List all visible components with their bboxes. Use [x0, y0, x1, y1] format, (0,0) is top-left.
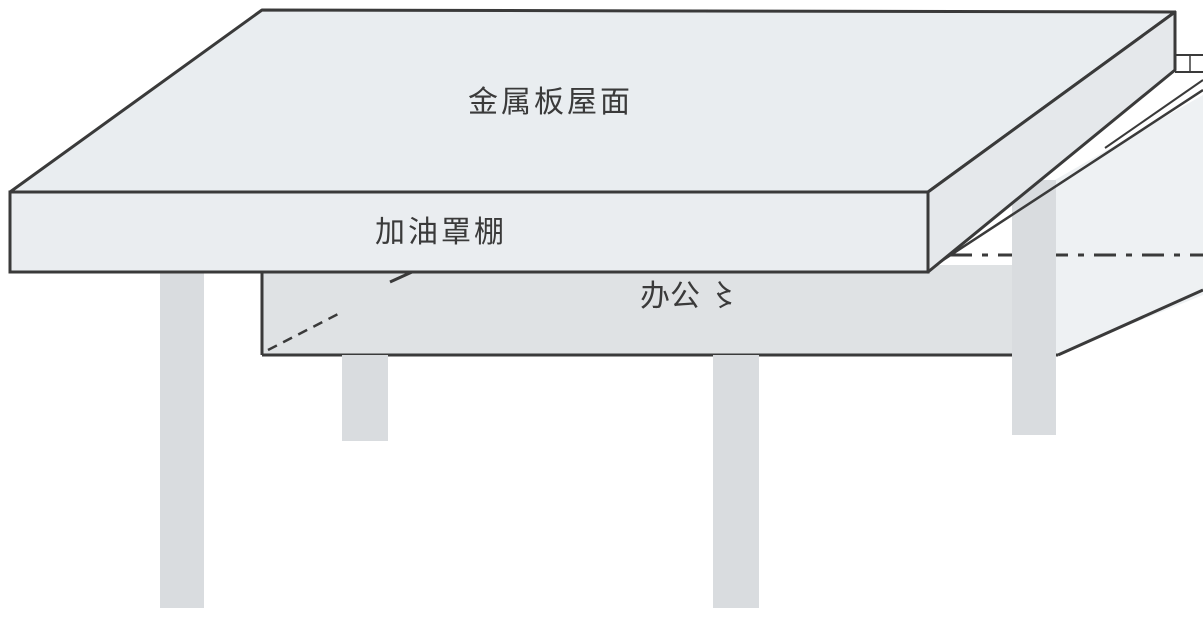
column-front-left [160, 272, 204, 608]
office-building: 办公 〻 [260, 95, 1203, 357]
columns [160, 180, 1056, 608]
canopy-front-face [8, 190, 930, 274]
office-diagonal-edge [389, 270, 413, 284]
column-front-middle [713, 355, 759, 608]
roof-slope-line-1 [939, 88, 1203, 264]
office-side-face [1020, 95, 1203, 355]
canopy-slab: 金属板屋面 加油罩棚 [8, 8, 1203, 274]
office-hidden-edge-dashed [267, 310, 343, 352]
canopy-label: 加油罩棚 [375, 215, 507, 250]
column-back-right [1012, 180, 1056, 435]
office-label: 办公 〻 [640, 279, 740, 314]
column-back-left [342, 355, 388, 441]
roof-label: 金属板屋面 [468, 85, 633, 120]
office-side-bottom-edge [1057, 288, 1203, 357]
roof-slope-line-2 [1104, 79, 1203, 149]
